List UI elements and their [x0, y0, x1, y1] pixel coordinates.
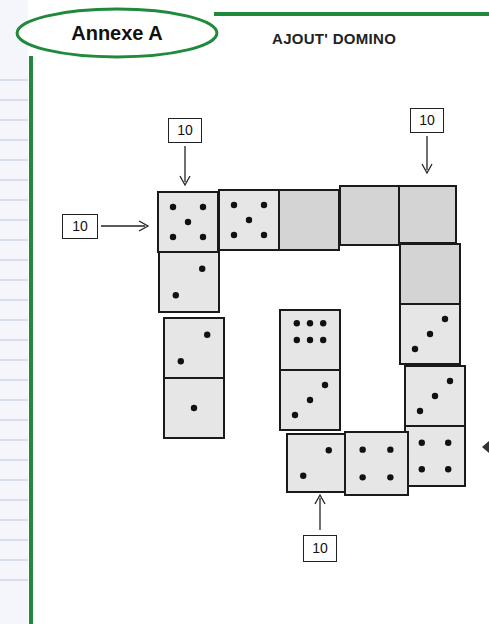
domino-pip — [191, 405, 197, 411]
domino-half — [164, 378, 224, 438]
domino-half — [400, 244, 460, 304]
number-label: 10 — [177, 122, 193, 138]
domino-half — [405, 366, 465, 426]
annex-label: Annexe A — [71, 22, 163, 45]
domino-pip — [326, 447, 332, 453]
domino-pip — [322, 382, 328, 388]
domino-pip — [307, 397, 313, 403]
domino-half — [399, 186, 456, 243]
domino-half — [159, 252, 219, 312]
domino-pip — [231, 232, 237, 238]
domino-half — [287, 434, 345, 492]
domino-pip — [359, 474, 365, 480]
domino-pip — [292, 412, 298, 418]
domino-half — [405, 426, 465, 486]
domino-chain — [158, 186, 465, 495]
domino-half — [280, 310, 340, 370]
domino-pip — [320, 337, 326, 343]
number-box: 10 — [303, 535, 337, 562]
domino-pip — [170, 204, 176, 210]
domino-half — [219, 190, 279, 250]
domino-pip — [412, 346, 418, 352]
domino-pip — [178, 358, 184, 364]
domino-pip — [300, 473, 306, 479]
domino-pip — [246, 217, 252, 223]
domino-pip — [307, 320, 313, 326]
number-label: 10 — [312, 540, 328, 556]
domino-half — [280, 370, 340, 430]
number-label: 10 — [72, 218, 88, 234]
arrows — [101, 136, 432, 530]
domino-pip — [199, 266, 205, 272]
domino-pip — [447, 378, 453, 384]
domino-pip — [427, 331, 433, 337]
domino-pip — [417, 408, 423, 414]
domino-pip — [231, 202, 237, 208]
domino-pip — [387, 446, 393, 452]
domino-pip — [200, 234, 206, 240]
domino-pip — [419, 440, 425, 446]
domino-pip — [204, 332, 210, 338]
domino-pip — [200, 204, 206, 210]
domino-pip — [359, 446, 365, 452]
page-title: AJOUT' DOMINO — [272, 30, 396, 47]
domino-half — [340, 186, 399, 245]
domino-pip — [294, 320, 300, 326]
domino-pip — [261, 232, 267, 238]
frame-left — [29, 56, 33, 624]
domino-pip — [387, 474, 393, 480]
notebook-strip — [0, 0, 28, 624]
domino-pip — [419, 466, 425, 472]
domino-pip — [445, 466, 451, 472]
domino-pip — [445, 440, 451, 446]
number-box: 10 — [410, 108, 444, 133]
notebook-lines — [0, 80, 28, 580]
domino-pip — [261, 202, 267, 208]
domino-half — [400, 304, 460, 364]
domino-pip — [307, 337, 313, 343]
domino-half — [164, 318, 224, 378]
domino-pip — [442, 316, 448, 322]
number-label: 10 — [419, 112, 435, 128]
domino-pip — [294, 337, 300, 343]
number-box: 10 — [168, 118, 202, 143]
domino-pip — [320, 320, 326, 326]
frame-top — [214, 12, 489, 16]
domino-pip — [432, 393, 438, 399]
domino-pip — [185, 219, 191, 225]
domino-half — [345, 432, 408, 495]
annex-ellipse: Annexe A — [14, 7, 220, 59]
domino-pip — [170, 234, 176, 240]
domino-pip — [173, 292, 179, 298]
edge-mark — [482, 441, 489, 453]
number-box: 10 — [62, 214, 98, 239]
domino-half — [158, 192, 218, 252]
domino-half — [279, 190, 339, 250]
